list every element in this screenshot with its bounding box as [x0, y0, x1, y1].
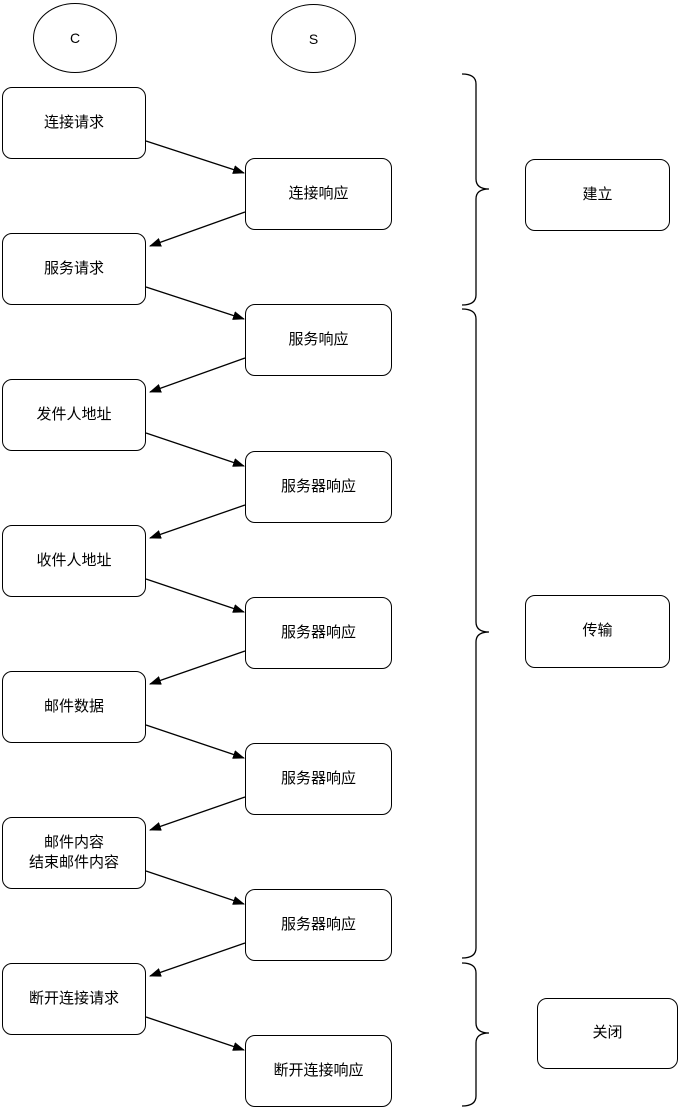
node-server-response-3: 服务器响应	[245, 743, 392, 815]
node-server-response-4: 服务器响应	[245, 889, 392, 961]
node-service-request-label: 服务请求	[43, 259, 104, 277]
node-connect-request: 连接请求	[2, 87, 146, 159]
node-disconnect-request-label: 断开连接请求	[28, 989, 119, 1007]
phase-label-close: 关闭	[537, 998, 678, 1069]
arrow-request-4	[145, 578, 245, 613]
arrow-request-2	[145, 286, 245, 320]
arrow-request-3	[145, 432, 245, 467]
phase-brace-3	[461, 962, 490, 1107]
node-mail-data: 邮件数据	[2, 671, 146, 743]
arrow-response-2	[149, 357, 246, 393]
node-mail-content-end-label: 邮件内容 结束邮件内容	[28, 833, 119, 871]
arrow-request-6	[145, 870, 245, 905]
node-server-response-1: 服务器响应	[245, 451, 392, 523]
arrow-request-7	[145, 1016, 245, 1051]
node-disconnect-response-label: 断开连接响应	[273, 1061, 364, 1079]
node-recipient-address: 收件人地址	[2, 525, 146, 597]
phase-label-transfer: 传输	[525, 595, 670, 668]
arrow-response-5	[149, 796, 246, 831]
actor-server-label: S	[308, 30, 319, 47]
actor-client-circle: C	[33, 3, 117, 73]
phase-brace-2	[461, 308, 490, 959]
phase-label-transfer-text: 传输	[582, 622, 613, 640]
arrow-response-4	[149, 650, 246, 685]
arrow-request-5	[145, 724, 245, 759]
node-server-response-4-label: 服务器响应	[280, 915, 356, 933]
node-disconnect-response: 断开连接响应	[245, 1035, 392, 1107]
node-server-response-2: 服务器响应	[245, 597, 392, 669]
phase-label-establish: 建立	[525, 159, 670, 231]
phase-label-establish-text: 建立	[582, 185, 613, 203]
node-connect-response-label: 连接响应	[288, 184, 349, 202]
arrow-response-6	[149, 942, 246, 977]
node-connect-response: 连接响应	[245, 158, 392, 230]
phase-brace-1	[461, 73, 490, 306]
node-recipient-address-label: 收件人地址	[36, 551, 112, 569]
arrow-response-3	[149, 504, 246, 539]
node-sender-address: 发件人地址	[2, 379, 146, 451]
node-disconnect-request: 断开连接请求	[2, 963, 146, 1035]
actor-server-circle: S	[271, 4, 356, 73]
node-server-response-2-label: 服务器响应	[280, 623, 356, 641]
actor-client-label: C	[69, 30, 81, 46]
node-service-response-label: 服务响应	[288, 330, 349, 348]
node-mail-content-end: 邮件内容 结束邮件内容	[2, 817, 146, 889]
node-sender-address-label: 发件人地址	[36, 405, 112, 423]
phase-label-close-text: 关闭	[592, 1024, 623, 1042]
node-mail-data-label: 邮件数据	[43, 697, 104, 715]
node-server-response-1-label: 服务器响应	[280, 477, 356, 495]
node-server-response-3-label: 服务器响应	[280, 769, 356, 787]
node-service-response: 服务响应	[245, 304, 392, 376]
node-connect-request-label: 连接请求	[43, 113, 104, 131]
arrow-request-1	[145, 140, 245, 174]
arrow-response-1	[149, 211, 246, 247]
node-service-request: 服务请求	[2, 233, 146, 305]
